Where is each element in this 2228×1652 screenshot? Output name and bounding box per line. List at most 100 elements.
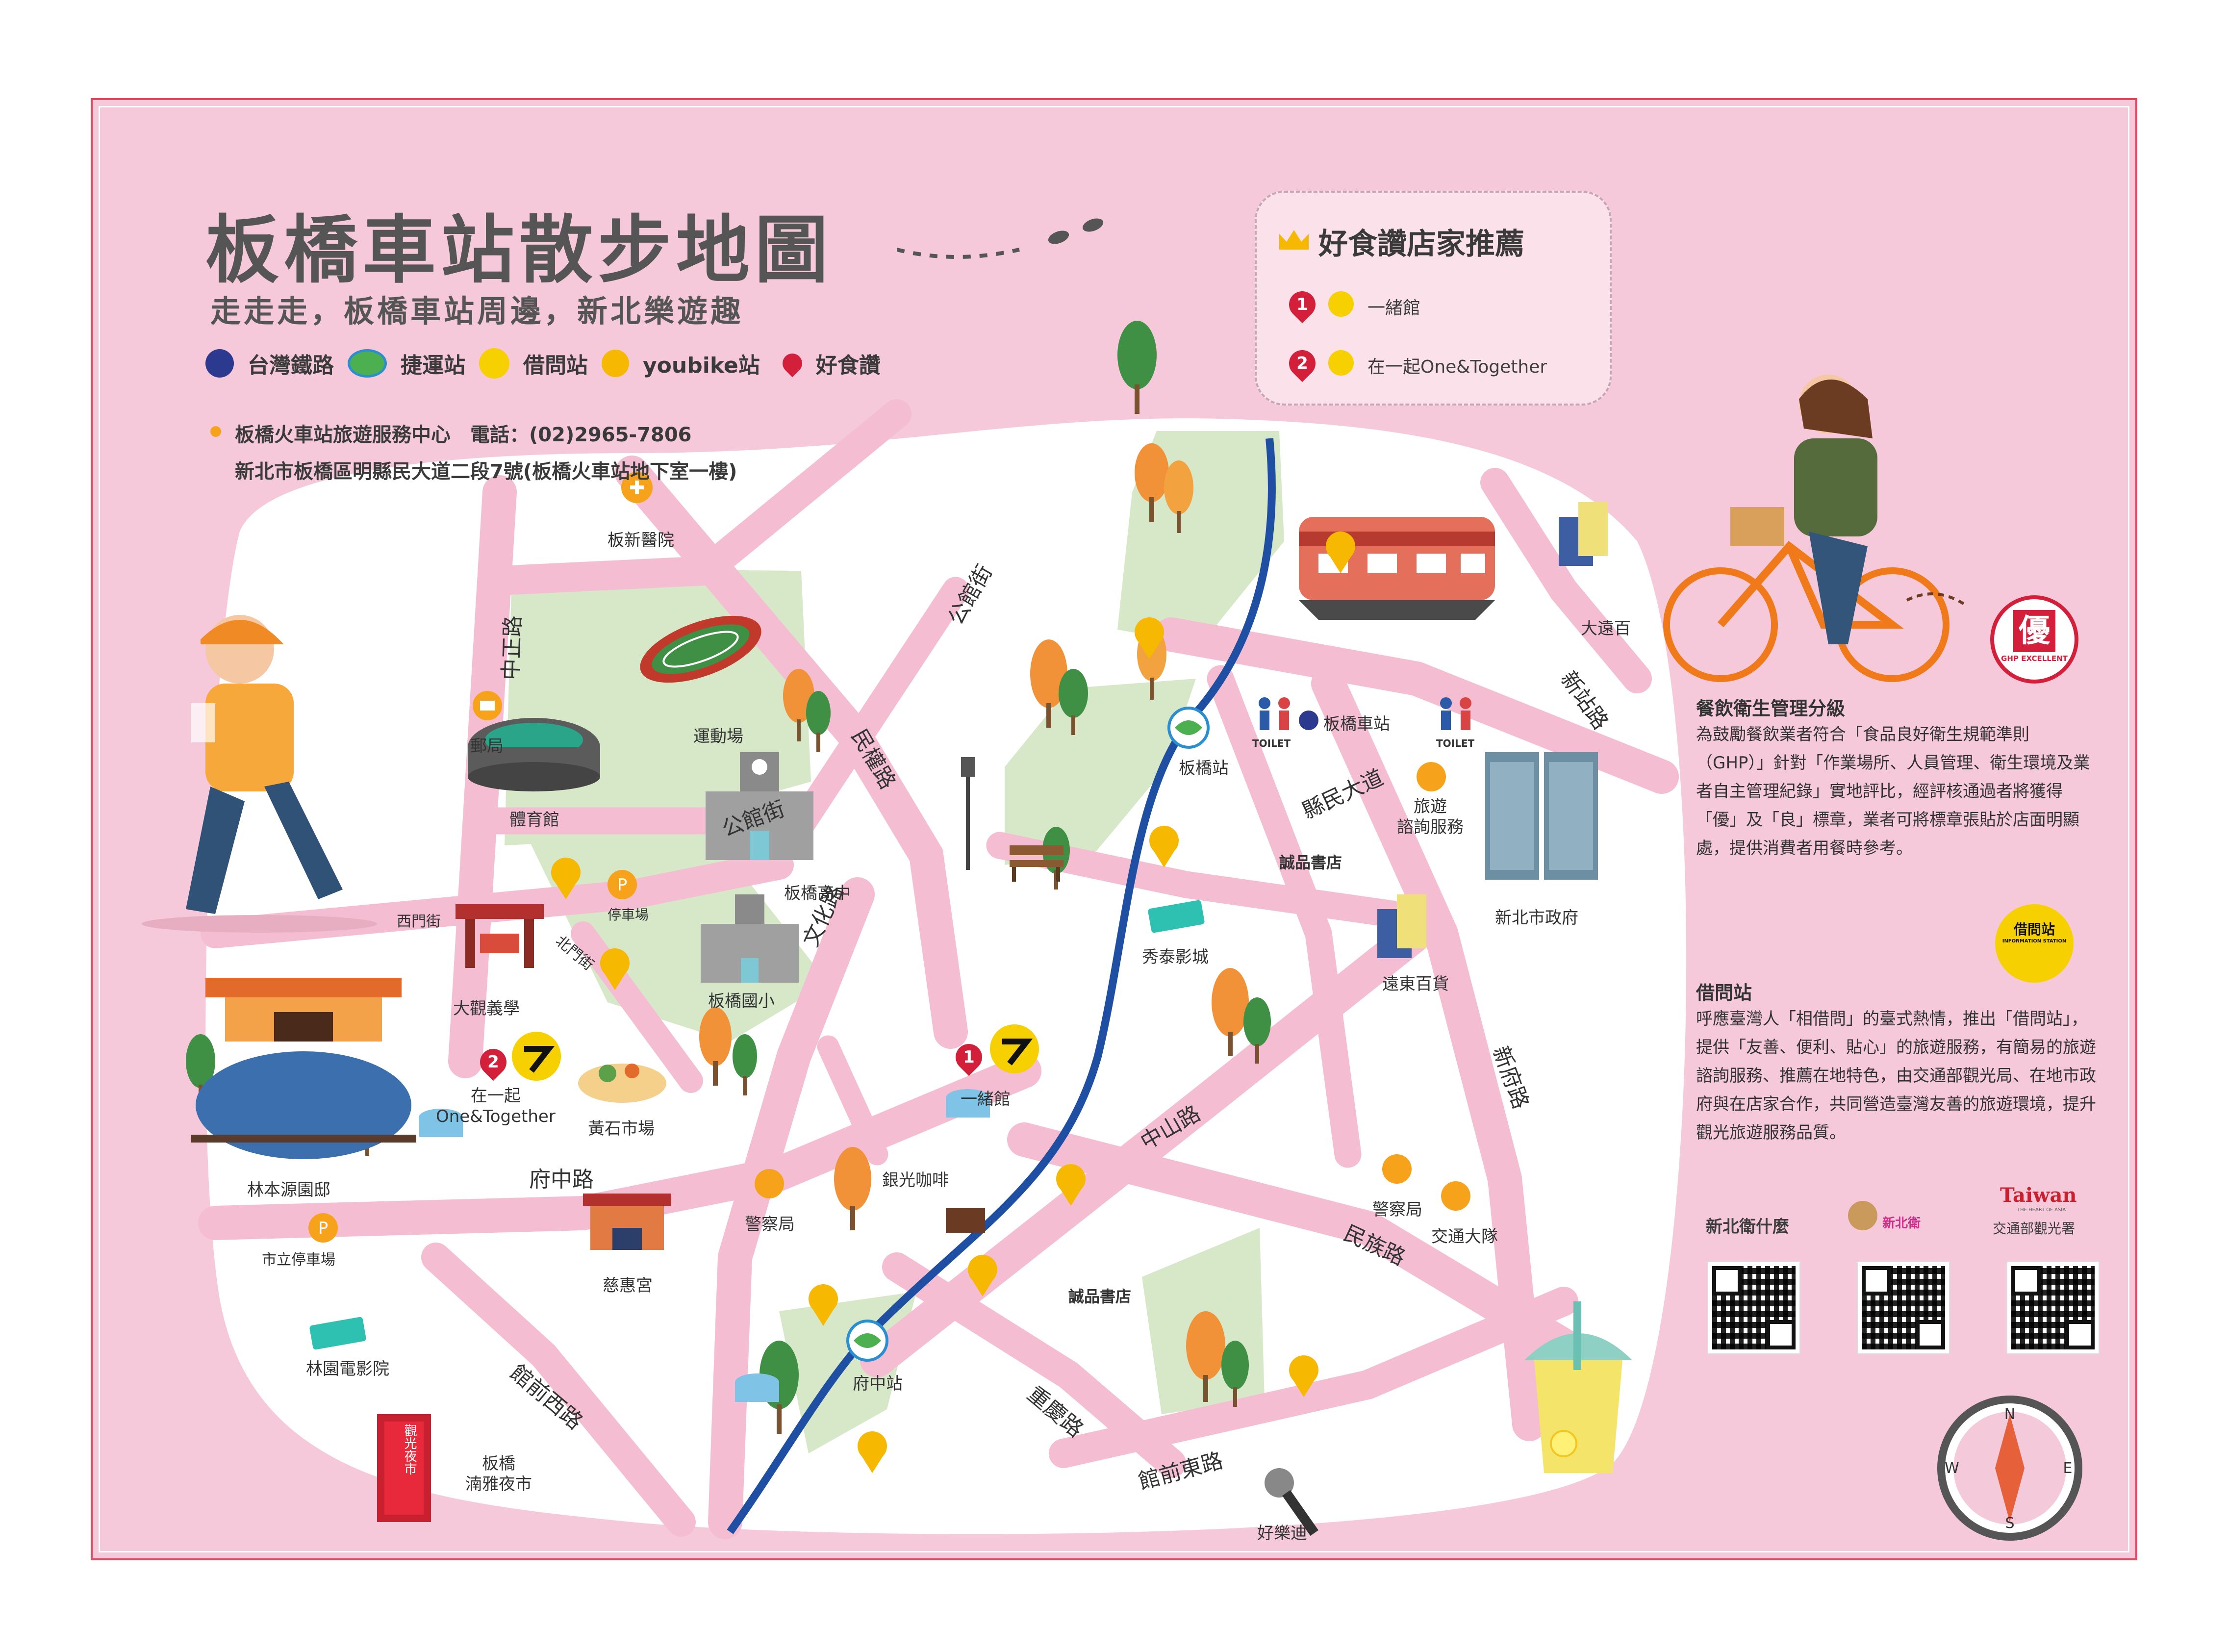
tree-icon [1135, 443, 1169, 522]
mascot-icon [1848, 1201, 1877, 1230]
parking-icon: P [608, 870, 637, 899]
school-elem-icon [701, 894, 799, 983]
tree-icon [1243, 997, 1271, 1064]
tree-icon [1117, 321, 1157, 414]
train-icon [1299, 517, 1495, 620]
cup-icon [946, 1089, 990, 1118]
police-icon [755, 1169, 784, 1198]
school-high-icon [706, 752, 813, 860]
bag-icon [1559, 502, 1608, 566]
cup-icon [735, 1373, 779, 1402]
road-guanqian-west [421, 1243, 696, 1537]
walking-person-illustration [142, 615, 377, 933]
youbike-pin-icon [1289, 1355, 1318, 1397]
daguan-gate-icon [456, 904, 544, 968]
subtitle: 走走走，板橋車站周邊，新北樂遊趣 [210, 293, 744, 329]
road-label-ximen: 西門街 [397, 913, 441, 930]
lin-garden-icon [191, 978, 416, 1159]
label-megacity: 大遠百 [1581, 619, 1631, 638]
road-xinfu [1311, 666, 1546, 1441]
stadium-icon [640, 615, 761, 683]
tree-icon [733, 1034, 757, 1095]
qr-label-2: 新北衛 [1882, 1216, 1921, 1231]
label-parking1: 停車場 [608, 907, 649, 923]
road-inner2 [1207, 665, 1362, 1168]
label-school-high: 板橋高中 [784, 884, 851, 903]
info-badge-text: 借問站 [2013, 921, 2055, 938]
ticket-icon [1148, 900, 1205, 933]
qr-label-3: 交通部觀光署 [1993, 1220, 2076, 1237]
compass-icon: N S E W [1937, 1396, 2082, 1541]
service-center-dot [210, 426, 221, 437]
parking-icon: P [308, 1213, 338, 1243]
label-eslite1: 誠品書店 [1279, 853, 1342, 872]
rec-info-icon-2 [1328, 350, 1354, 376]
compass-n: N [2004, 1406, 2015, 1423]
tree-icon [1030, 639, 1067, 728]
hospital-icon [621, 472, 653, 503]
toilet-icon [1259, 697, 1290, 730]
bubble-tea-illustration [1524, 1301, 1632, 1473]
svg-text:P: P [617, 875, 628, 895]
qr-label-1: 新北衛什麼 [1706, 1217, 1789, 1237]
info-station-icon [990, 1024, 1039, 1073]
label-daguan: 大觀義學 [453, 999, 520, 1018]
rec-item-1: 一緒館 [1367, 298, 1421, 318]
info-text: 呼應臺灣人「相借問」的臺式熱情，推出「借問站」，提供「友善、便利、貼心」的旅遊服… [1696, 1009, 2096, 1143]
youbike-pin-icon [809, 1284, 838, 1326]
road-label-fuzhong: 府中路 [529, 1167, 594, 1192]
label-cihui: 慈惠宮 [603, 1276, 653, 1296]
railway-icon [205, 349, 234, 378]
label-post: 郵局 [470, 737, 504, 756]
legend-railway: 台灣鐵路 [248, 353, 334, 378]
label-xiutai: 秀泰影城 [1142, 947, 1209, 967]
rec-item-2: 在一起One&Together [1367, 357, 1547, 377]
qr-code-1[interactable] [1708, 1262, 1799, 1353]
service-center-line1: 板橋火車站旅遊服務中心 電話：(02)2965-7806 [235, 424, 692, 446]
road-xinzhan [1480, 468, 1652, 693]
bag-icon [1377, 894, 1426, 958]
yixu-pin: 1 [950, 1038, 988, 1076]
mrt-station-icon [1167, 707, 1210, 749]
ghp-badge-icon: 優 GHP EXCELLENT [1990, 595, 2078, 684]
ghp-badge-ring: GHP EXCELLENT [2001, 654, 2068, 663]
taiwan-logo-sub: THE HEART OF ASIA [2017, 1207, 2066, 1213]
toilet-icon [1440, 697, 1471, 730]
road-guanqian-east [1049, 1287, 1578, 1468]
map-frame: P P 板橋車站散步地圖 走走走，板橋車站周邊，新北樂遊趣 台灣鐵路 捷運站 借… [91, 98, 2137, 1560]
ghp-title: 餐飲衛生管理分級 [1696, 698, 1846, 719]
legend-youbike: youbike站 [643, 353, 760, 378]
label-toilet1: TOILET [1252, 737, 1291, 749]
compass-e: E [2063, 1460, 2073, 1477]
qr-code-3[interactable] [2007, 1262, 2099, 1353]
tour-info-icon [1417, 762, 1446, 791]
tree-icon [1221, 1341, 1249, 1407]
legend-row: 台灣鐵路 捷運站 借問站 youbike站 好食讚 [205, 348, 881, 379]
info-station-legend-icon [479, 348, 509, 379]
youbike-pin-icon [968, 1255, 997, 1296]
taiwan-logo: Taiwan [2000, 1184, 2077, 1207]
legend-good-food: 好食讚 [815, 353, 881, 378]
road-fuzhong [198, 1054, 1041, 1240]
label-traffic: 交通大隊 [1431, 1227, 1498, 1246]
youbike-pin-icon [551, 858, 581, 899]
label-holiday: 好樂迪 [1257, 1524, 1307, 1543]
cup-icon [419, 1109, 463, 1137]
qr-code-2[interactable] [1858, 1262, 1949, 1353]
label-coffee: 銀光咖啡 [882, 1170, 949, 1190]
info-title: 借問站 [1696, 982, 1752, 1004]
youbike-pin-icon [1056, 1164, 1086, 1206]
info-station-icon [512, 1032, 561, 1081]
huangshi-food-icon [578, 1064, 666, 1103]
label-fareast: 遠東百貨 [1382, 974, 1449, 994]
tree-icon [1059, 669, 1088, 735]
label-stadium: 運動場 [693, 727, 743, 746]
youbike-pin-icon [1326, 532, 1355, 573]
lamp-icon [961, 757, 975, 870]
youbike-pins [551, 532, 1355, 1473]
legend-mrt: 捷運站 [401, 353, 465, 378]
rec-pin-2: 2 [1283, 344, 1321, 382]
label-together: 在一起 One&Together [436, 1086, 556, 1126]
label-yixu: 一緒館 [961, 1090, 1011, 1109]
coffee-icon [946, 1208, 985, 1233]
